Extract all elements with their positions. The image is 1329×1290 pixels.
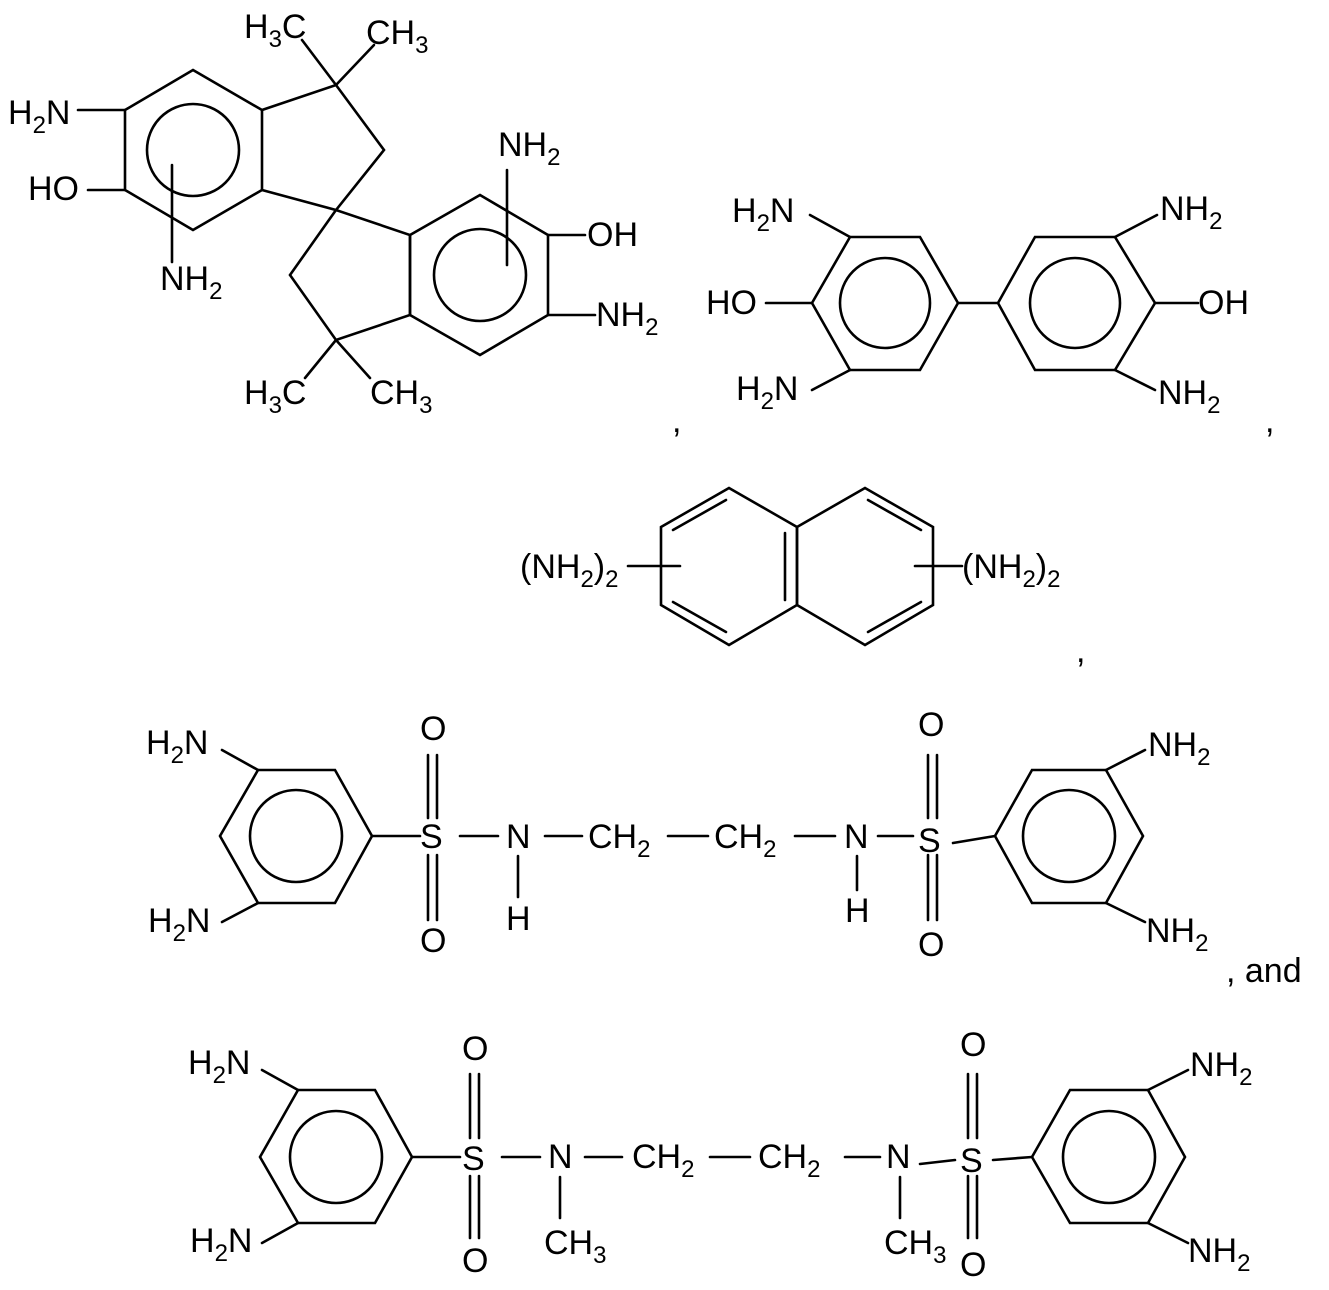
naphthalene-diamine-right: (NH2)2 bbox=[962, 548, 1060, 593]
biphenyl-left-ring bbox=[812, 237, 958, 370]
sulfonamide-nme-amine-top-left: H2N bbox=[188, 1044, 250, 1089]
sulfonamide-nme-methylene-2: CH2 bbox=[758, 1138, 820, 1183]
sulfonamide-nh-bonds bbox=[222, 750, 1145, 922]
sulfonamide-nh-oxygen-top-left: O bbox=[420, 710, 446, 748]
spiro-hydroxy-left: HO bbox=[28, 170, 79, 208]
naphthalene-structure: (NH2)2 (NH2)2 , bbox=[520, 488, 1085, 670]
spiro-methyl-top-right: CH3 bbox=[366, 14, 428, 59]
sulfonamide-nme-sulfur-left: S bbox=[462, 1140, 485, 1178]
sulfonamide-nh-amine-bottom-left: H2N bbox=[148, 902, 210, 947]
sulfonamide-nme-methylene-1: CH2 bbox=[632, 1138, 694, 1183]
spiro-left-benzene-ring bbox=[125, 70, 262, 230]
spirobiindane-structure: H2N HO NH2 H3C CH3 NH2 OH NH2 H3C CH3 , bbox=[8, 8, 681, 440]
spiro-methyl-bottom-left: H3C bbox=[244, 374, 306, 419]
naphthalene-left-ring bbox=[661, 488, 797, 645]
spiro-methyl-bottom-right: CH3 bbox=[370, 374, 432, 419]
spiro-amine-ring-right: NH2 bbox=[498, 126, 560, 171]
comma-3: , bbox=[1076, 632, 1085, 670]
sulfonamide-nme-amine-bottom-right: NH2 bbox=[1188, 1232, 1250, 1277]
biphenyl-structure: H2N HO H2N NH2 OH NH2 , bbox=[706, 190, 1274, 440]
sulfonamide-nme-oxygen-bottom-left: O bbox=[462, 1242, 488, 1280]
sulfonamide-nh-oxygen-bottom-left: O bbox=[420, 922, 446, 960]
sulfonamide-nme-sulfur-right: S bbox=[960, 1142, 983, 1180]
sulfonamide-nh-amine-top-right: NH2 bbox=[1148, 726, 1210, 771]
sulfonamide-nh-left-ring bbox=[220, 770, 372, 903]
sulfonamide-nh-hydrogen-right: H bbox=[845, 892, 870, 930]
comma-1: , bbox=[672, 402, 681, 440]
sulfonamide-nme-nitrogen-left: N bbox=[548, 1138, 573, 1176]
biphenyl-amine-bottom-left: H2N bbox=[736, 370, 798, 415]
spiro-right-benzene-ring bbox=[410, 195, 548, 355]
sulfonamide-nh-amine-top-left: H2N bbox=[146, 724, 208, 769]
sulfonamide-nh-methylene-1: CH2 bbox=[588, 818, 650, 863]
comma-2: , bbox=[1265, 402, 1274, 440]
naphthalene-diamine-left: (NH2)2 bbox=[520, 548, 618, 593]
biphenyl-hydroxy-left: HO bbox=[706, 284, 757, 322]
sulfonamide-nme-oxygen-top-left: O bbox=[462, 1030, 488, 1068]
spiro-amine-ring-left: NH2 bbox=[160, 260, 222, 305]
sulfonamide-nme-methyl-left: CH3 bbox=[544, 1224, 606, 1269]
naphthalene-right-ring bbox=[797, 488, 933, 645]
sulfonamide-nh-structure: H2N H2N O O S N H CH2 CH2 N H O O S NH2 … bbox=[146, 706, 1302, 990]
sulfonamide-nh-hydrogen-left: H bbox=[506, 900, 531, 938]
sulfonamide-nh-nitrogen-left: N bbox=[506, 818, 531, 856]
spiro-amine-right: NH2 bbox=[596, 296, 658, 341]
sulfonamide-nh-sulfur-right: S bbox=[918, 822, 941, 860]
sulfonamide-nh-nitrogen-right: N bbox=[844, 818, 869, 856]
sulfonamide-nme-bonds bbox=[262, 1070, 1188, 1243]
sulfonamide-nme-structure: H2N H2N O O S N CH3 CH2 CH2 N CH3 O O S … bbox=[188, 1026, 1252, 1284]
and-conjunction: , and bbox=[1226, 952, 1302, 990]
sulfonamide-nh-sulfur-left: S bbox=[420, 818, 443, 856]
spiro-five-membered-rings bbox=[262, 85, 410, 340]
sulfonamide-nh-methylene-2: CH2 bbox=[714, 818, 776, 863]
biphenyl-amine-top-right: NH2 bbox=[1160, 190, 1222, 235]
sulfonamide-nh-oxygen-top-right: O bbox=[918, 706, 944, 744]
sulfonamide-nme-nitrogen-right: N bbox=[886, 1138, 911, 1176]
sulfonamide-nme-oxygen-bottom-right: O bbox=[960, 1246, 986, 1284]
spiro-hydroxy-right: OH bbox=[587, 216, 638, 254]
biphenyl-hydroxy-right: OH bbox=[1198, 284, 1249, 322]
sulfonamide-nh-oxygen-bottom-right: O bbox=[918, 926, 944, 964]
sulfonamide-nme-right-ring bbox=[1032, 1090, 1185, 1223]
sulfonamide-nh-amine-bottom-right: NH2 bbox=[1146, 912, 1208, 957]
biphenyl-amine-top-left: H2N bbox=[732, 192, 794, 237]
biphenyl-right-ring bbox=[998, 237, 1155, 370]
sulfonamide-nme-left-ring bbox=[260, 1090, 412, 1223]
sulfonamide-nme-amine-bottom-left: H2N bbox=[190, 1222, 252, 1267]
sulfonamide-nme-amine-top-right: NH2 bbox=[1190, 1046, 1252, 1091]
spiro-methyl-top-left: H3C bbox=[244, 8, 306, 53]
sulfonamide-nme-methyl-right: CH3 bbox=[884, 1224, 946, 1269]
spiro-amine-top-left: H2N bbox=[8, 94, 70, 139]
biphenyl-amine-bottom-right: NH2 bbox=[1158, 374, 1220, 419]
sulfonamide-nh-right-ring bbox=[995, 770, 1143, 903]
sulfonamide-nme-oxygen-top-right: O bbox=[960, 1026, 986, 1064]
